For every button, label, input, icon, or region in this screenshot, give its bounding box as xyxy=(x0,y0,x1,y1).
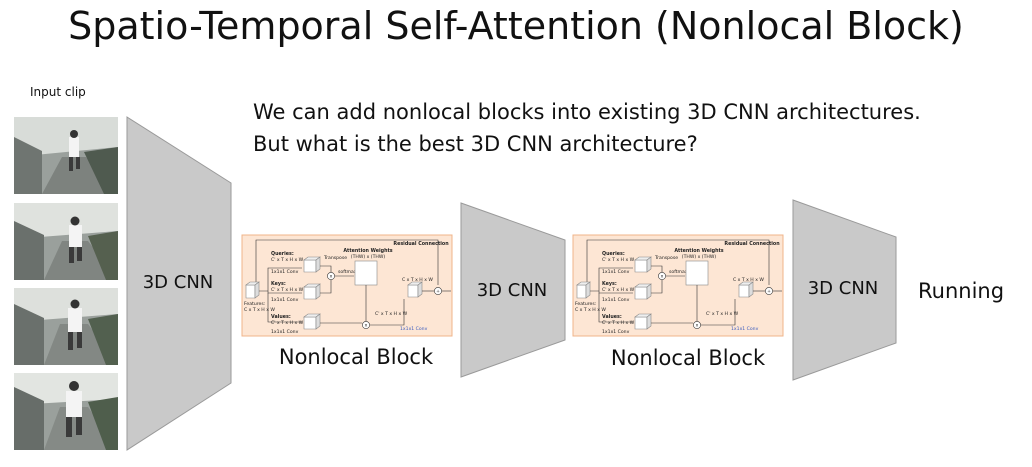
nl2-residual-add xyxy=(765,287,773,295)
nl2-transpose-label: Transpose xyxy=(654,255,678,261)
nl1-values-conv: 1x1x1 Conv xyxy=(271,329,299,335)
nl1-mult-to-out xyxy=(370,299,405,326)
nl2-mult-qk-symbol: x xyxy=(661,275,664,280)
nl2-features-cube xyxy=(576,281,591,299)
nl2-values-shape: C' x T x H x W xyxy=(602,320,635,326)
nonlocal-label-2: Nonlocal Block xyxy=(610,346,766,370)
headline-line-2: But what is the best 3D CNN architecture… xyxy=(253,132,698,156)
nl1-mid-shape: C' x T x H x W xyxy=(375,311,408,317)
nl2-values-label: Values: xyxy=(602,314,622,320)
nl1-features-cube xyxy=(245,281,260,299)
nl2-residual-add-symbol: + xyxy=(767,289,771,295)
nl1-k-to-mult xyxy=(320,280,332,294)
video-frame-1 xyxy=(14,117,118,194)
nl1-out-shape: C x T x H x W xyxy=(402,277,433,283)
headline-line-1: We can add nonlocal blocks into existing… xyxy=(253,100,921,124)
nl2-branch-values xyxy=(598,293,633,323)
nl1-q-to-mult xyxy=(320,265,332,272)
nl1-residual-label: Residual Connection xyxy=(393,241,449,247)
nl1-mult-qk-symbol: x xyxy=(330,275,333,280)
nl1-residual-line xyxy=(255,239,439,287)
nl1-keys-label: Keys: xyxy=(271,281,286,287)
nl1-softmax-label: softmax xyxy=(338,269,357,275)
cnn-label-2: 3D CNN xyxy=(476,280,548,301)
nl2-mult-av-symbol: x xyxy=(696,324,699,329)
input-clip-label: Input clip xyxy=(30,85,86,99)
nl1-queries-label: Queries: xyxy=(271,251,294,257)
nl1-mult-av-symbol: x xyxy=(365,324,368,329)
nl2-q-to-mult xyxy=(651,265,663,272)
nl2-keys-conv: 1x1x1 Conv xyxy=(602,297,630,303)
nl2-queries-shape: C' x T x H x W xyxy=(602,257,635,263)
nl1-values-shape: C' x T x H x W xyxy=(271,320,304,326)
cnn-label-1: 3D CNN xyxy=(142,272,214,293)
nl2-keys-label: Keys: xyxy=(602,281,617,287)
video-frame-3 xyxy=(14,288,118,365)
nl2-attention-shape: (THW) x (THW) xyxy=(682,254,717,260)
nl2-mult-to-out xyxy=(701,299,736,326)
nl1-queries-cube xyxy=(303,256,321,273)
nl1-residual-add xyxy=(434,287,442,295)
nl2-values-cube xyxy=(634,313,652,330)
nl1-branch-queries xyxy=(259,267,302,292)
nl1-features-label: Features: xyxy=(244,301,266,307)
nl2-mult-qk xyxy=(658,272,666,280)
nl2-keys-cube xyxy=(634,283,652,300)
nl1-keys-conv: 1x1x1 Conv xyxy=(271,297,299,303)
nl1-attention-shape: (THW) x (THW) xyxy=(351,254,386,260)
nl1-values-cube xyxy=(303,313,321,330)
nl2-out-cube xyxy=(738,281,754,298)
nl1-keys-cube xyxy=(303,283,321,300)
nl2-features-label: Features: xyxy=(575,301,597,307)
nl1-attention-title: Attention Weights xyxy=(343,248,392,254)
video-frame-4 xyxy=(14,373,118,450)
nl1-branch-values xyxy=(267,293,302,323)
nl2-keys-shape: C' x T x H x W xyxy=(602,287,635,293)
nonlocal-label-1: Nonlocal Block xyxy=(278,345,434,369)
cnn-funnel-2 xyxy=(460,202,566,378)
nl2-mult-av xyxy=(693,321,701,329)
nl2-features-shape: C x T x H x W xyxy=(575,307,606,313)
cnn-label-3: 3D CNN xyxy=(807,278,879,299)
nl2-mid-shape: C' x T x H x W xyxy=(706,311,739,317)
cnn-funnel-3 xyxy=(792,199,897,381)
nl2-queries-conv: 1x1x1 Conv xyxy=(602,269,630,275)
nl2-queries-label: Queries: xyxy=(602,251,625,257)
nl2-queries-cube xyxy=(634,256,652,273)
nl1-queries-conv: 1x1x1 Conv xyxy=(271,269,299,275)
nl1-features-shape: C x T x H x W xyxy=(244,307,275,313)
output-label: Running xyxy=(918,279,1005,303)
nl1-mult-qk xyxy=(327,272,335,280)
nl2-residual-line xyxy=(586,239,770,287)
nl2-attention-title: Attention Weights xyxy=(674,248,723,254)
nl1-transpose-label: Transpose xyxy=(323,255,347,261)
nl1-attention-matrix xyxy=(354,260,378,286)
nl2-attention-matrix xyxy=(685,260,709,286)
nl2-residual-label: Residual Connection xyxy=(724,241,780,247)
nl1-mult-av xyxy=(362,321,370,329)
nl2-values-conv: 1x1x1 Conv xyxy=(602,329,630,335)
nl1-residual-add-symbol: + xyxy=(436,289,440,295)
nl2-branch-queries xyxy=(590,267,633,292)
nl2-k-to-mult xyxy=(651,280,663,294)
cnn-funnel-1 xyxy=(126,116,232,451)
video-frame-2 xyxy=(14,203,118,280)
slide-title: Spatio-Temporal Self-Attention (Nonlocal… xyxy=(68,4,964,48)
nl1-keys-shape: C' x T x H x W xyxy=(271,287,304,293)
nl1-out-cube xyxy=(407,281,423,298)
nl1-values-label: Values: xyxy=(271,314,291,320)
nl2-final-conv-label: 1x1x1 Conv xyxy=(731,326,759,332)
nl2-softmax-label: softmax xyxy=(669,269,688,275)
nl1-queries-shape: C' x T x H x W xyxy=(271,257,304,263)
nl2-out-shape: C x T x H x W xyxy=(733,277,764,283)
nl1-final-conv-label: 1x1x1 Conv xyxy=(400,326,428,332)
